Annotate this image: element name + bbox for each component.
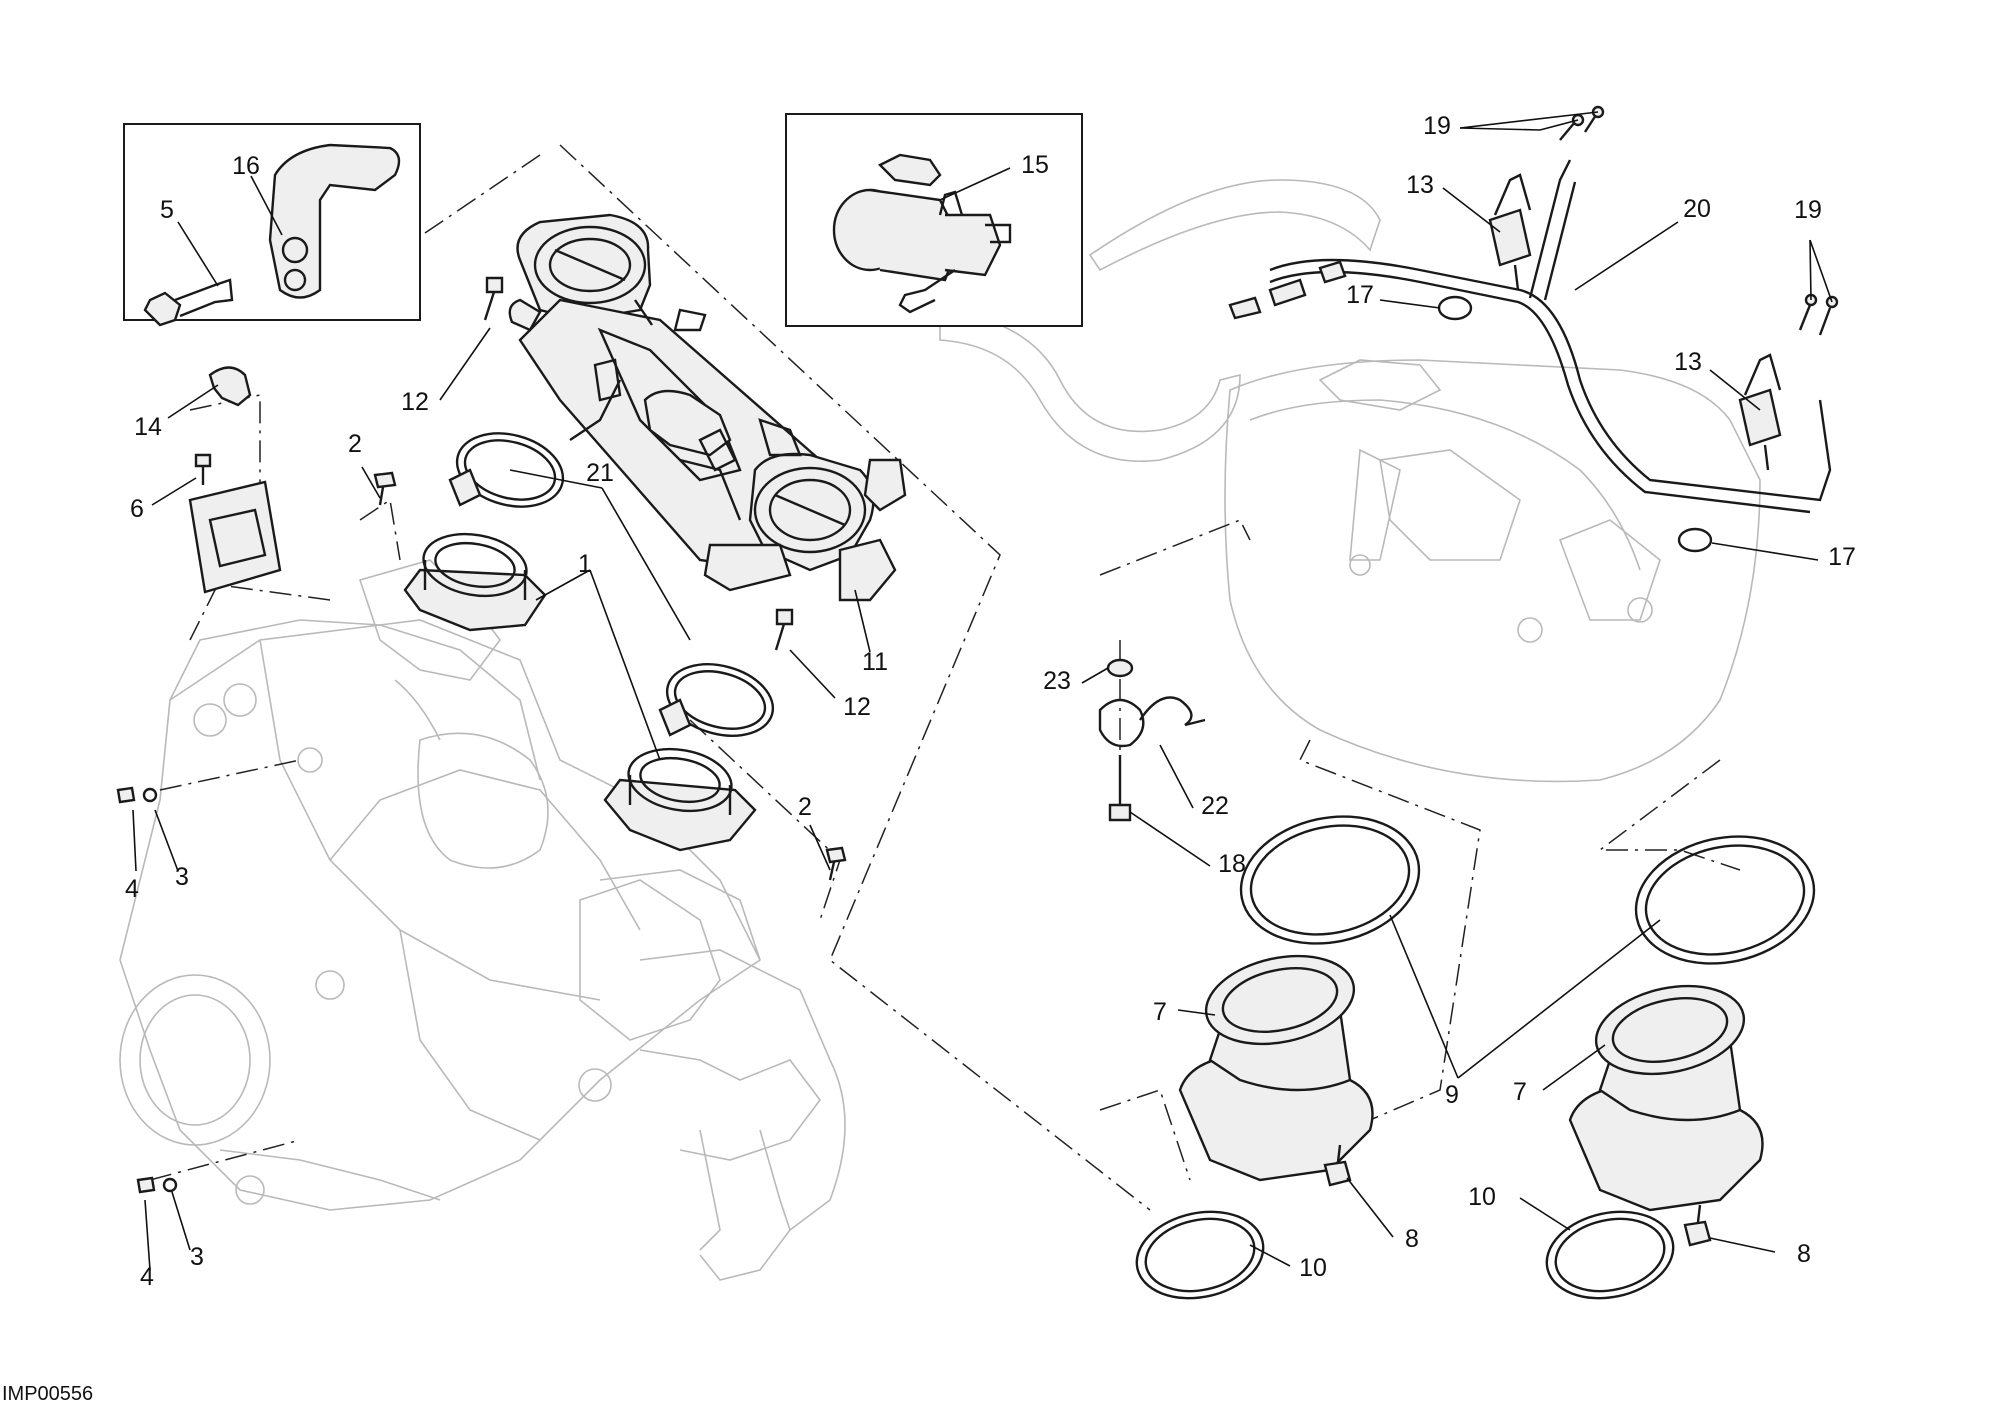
callout-18: 18 [1218,850,1246,878]
callout-7: 7 [1513,1078,1527,1106]
callout-19: 19 [1794,196,1822,224]
hose-clamp-21-lower [658,663,775,737]
callout-19: 19 [1423,112,1451,140]
callout-4: 4 [140,1263,154,1291]
vent-hoses [939,179,1381,462]
callout-13: 13 [1674,348,1702,376]
screw-18 [1108,755,1132,822]
screw-washer-3-4-lower [136,1176,178,1194]
screw-12-lower [774,608,794,651]
screw-6 [194,453,212,485]
inset-valve-box [785,113,1083,327]
callout-1: 1 [578,550,592,578]
gasket-plate-6 [188,480,282,594]
intake-manifold-1-upper [403,532,547,632]
fuel-line-20 [1269,159,1832,514]
callout-17: 17 [1346,281,1374,309]
callout-labels: 1 2 2 3 3 4 4 5 6 7 7 8 8 9 10 10 11 12 … [125,112,1856,1291]
callout-23: 23 [1043,667,1071,695]
callout-21: 21 [586,459,614,487]
air-filter-seal-9-left [1239,815,1421,945]
callout-6: 6 [130,495,144,523]
callout-15: 15 [1021,151,1049,179]
fuel-injector-13-upper [1488,173,1532,291]
callout-4: 4 [125,875,139,903]
intake-trumpet-7-right [1568,984,1764,1212]
callout-14: 14 [134,413,162,441]
throttle-body-assembly [508,213,907,602]
callout-8: 8 [1405,1225,1419,1253]
clips-17 [1437,295,1713,553]
hose-clamp-21-upper [448,432,565,508]
screw-2-upper [373,471,397,506]
screw-8-left [1323,1144,1352,1187]
callout-20: 20 [1683,195,1711,223]
o-ring-10-left [1135,1210,1265,1300]
callout-10: 10 [1468,1183,1496,1211]
fuel-injector-13-lower [1738,353,1782,471]
callout-7: 7 [1153,998,1167,1026]
callout-2: 2 [798,793,812,821]
diagram-code: IMP00556 [2,1383,93,1405]
screw-2-lower [825,846,847,881]
callout-12: 12 [843,693,871,721]
inset-bracket-box [123,123,421,327]
quick-connectors [1228,260,1347,320]
clip-14 [208,366,252,407]
callout-3: 3 [190,1243,204,1271]
callout-8: 8 [1797,1240,1811,1268]
callout-16: 16 [232,152,260,180]
callout-3: 3 [175,863,189,891]
callout-12: 12 [401,388,429,416]
washer-23 [1106,658,1134,678]
intake-manifold-1-lower [603,747,757,852]
screw-washer-3-4-upper [116,786,158,804]
screw-8-right [1683,1204,1712,1247]
callout-9: 9 [1445,1081,1459,1109]
callout-11: 11 [862,648,888,676]
o-ring-10-right [1545,1210,1675,1300]
air-filter-seal-9-right [1634,835,1816,965]
callout-13: 13 [1406,171,1434,199]
callout-2: 2 [348,430,362,458]
screw-12-upper [483,276,504,321]
engine-block-outline [119,559,846,1281]
callout-17: 17 [1828,543,1856,571]
intake-trumpet-7-left [1178,954,1374,1182]
callout-10: 10 [1299,1254,1327,1282]
callout-5: 5 [160,196,174,224]
callout-22: 22 [1201,792,1229,820]
hose-clip-22 [1098,696,1206,748]
fuel-tank-outline [1224,359,1761,783]
leader-lines [132,111,1833,1271]
